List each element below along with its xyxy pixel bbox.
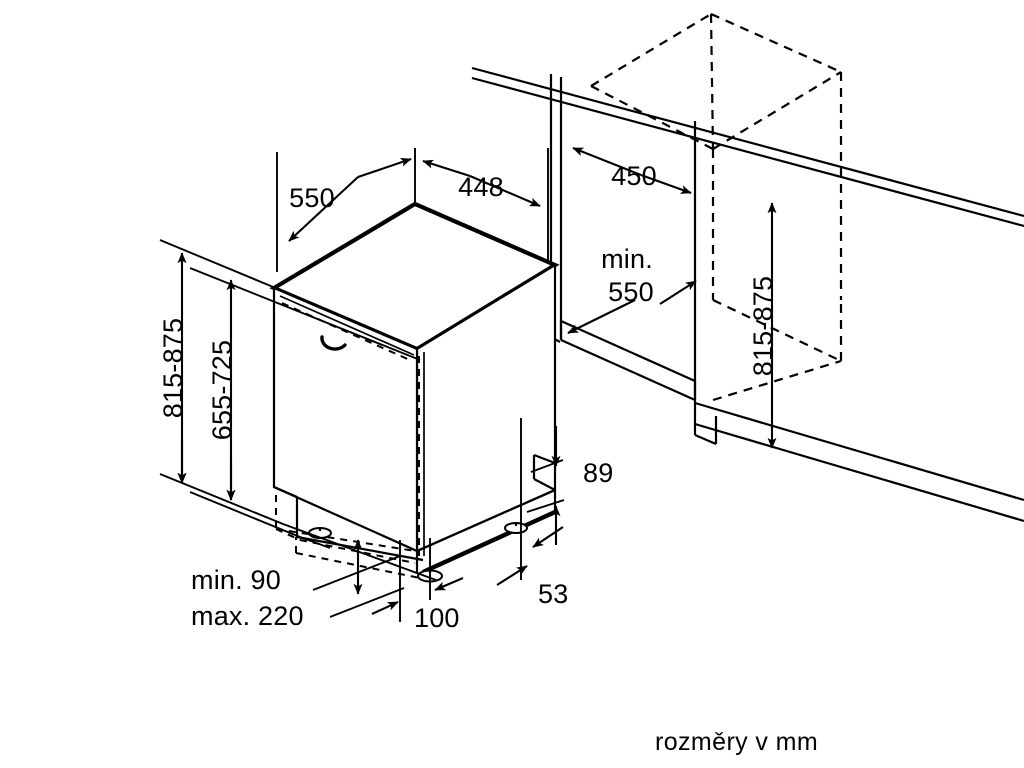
dimension-label-min-550-value: 550: [608, 277, 654, 307]
dimension-width-448: 448: [422, 148, 549, 262]
dimension-plinth-89: 89: [526, 426, 613, 545]
dimension-niche-width-450: 450: [572, 147, 692, 194]
worktop-top-edge: [471, 66, 1024, 218]
cabinet-niche-group: [471, 12, 1024, 523]
arrow-100-left: [371, 601, 399, 615]
door-top-dashed-line: [281, 302, 413, 362]
dimension-height-655-725: 655-725: [207, 279, 237, 501]
dimension-label-max-220: max. 220: [191, 601, 304, 631]
cabinet-base-diag-upper: [560, 319, 696, 383]
plinth-notch-diag-lower: [533, 478, 556, 491]
niche-outline-center-vert: [709, 13, 715, 150]
niche-outline-mid-right: [712, 71, 842, 150]
ref-line-floor-extend-2: [299, 536, 331, 549]
dimension-label-89: 89: [583, 458, 613, 488]
appliance-base-front-edge: [422, 509, 556, 575]
dimension-height-815-875-right: 815-875: [748, 202, 778, 449]
niche-outline-top-left: [590, 13, 712, 87]
ext-line-89-bottom: [526, 499, 565, 513]
ref-line-worktop-left: [159, 239, 279, 290]
dimension-foot-100: 100: [371, 538, 464, 633]
dimension-height-815-875-left: 815-875: [158, 252, 188, 484]
dimension-label-100: 100: [414, 603, 460, 633]
niche-outline-lower-diag2: [712, 359, 842, 402]
dimension-label-550: 550: [289, 183, 335, 213]
dimension-plinth-53: 53: [496, 418, 568, 609]
arrow-53-lower: [496, 565, 528, 586]
cabinet-panel-cap: [694, 433, 717, 446]
niche-outline-mid-left: [590, 85, 714, 150]
appliance-base-right-diag: [416, 488, 556, 553]
guide-line-max220: [329, 587, 405, 618]
arrow-550-left: [288, 176, 359, 242]
cabinet-base-diag: [560, 338, 696, 402]
arrow-550-right: [357, 158, 412, 178]
door-top-inner-line: [279, 295, 415, 356]
arrow-min550-upper: [659, 280, 697, 305]
arrow-448-right: [469, 175, 541, 207]
dimension-label-min: min.: [601, 244, 653, 274]
dimension-label-655-725: 655-725: [207, 340, 237, 441]
left-floor-arrows-group: [177, 440, 236, 501]
dimension-label-815-875-right: 815-875: [748, 276, 778, 377]
guide-line-min90: [312, 555, 401, 591]
arrow-53-upper: [532, 526, 564, 548]
dimension-label-min-90: min. 90: [191, 565, 281, 595]
dimension-plinth-recess: min. 90 max. 220: [191, 539, 363, 631]
appliance-hidden-plinth-1: [275, 528, 301, 541]
dimension-label-815-875-left: 815-875: [158, 318, 188, 419]
ref-line-floor-left-2: [189, 491, 301, 538]
ref-line-floor-extend: [282, 523, 437, 581]
niche-outline-top-right: [710, 12, 842, 74]
dimension-label-53: 53: [538, 579, 568, 609]
arrow-min550-lower: [567, 299, 636, 334]
arrow-450-right: [640, 174, 692, 194]
plinth-left-step: [273, 485, 298, 499]
arrow-448-left: [422, 159, 471, 178]
appliance-hidden-base-diag: [275, 528, 416, 552]
floor-line-bottom: [694, 422, 1024, 523]
dimension-label-448: 448: [458, 172, 504, 202]
niche-outline-lower-left-diag: [712, 299, 842, 362]
dimension-depth-550: 550: [276, 148, 416, 272]
arrow-450-left: [572, 147, 642, 176]
dimension-niche-depth-min-550: min. 550: [567, 244, 697, 334]
door-handle-arc-icon: [320, 335, 347, 351]
arrow-100-right: [434, 577, 464, 591]
dimension-label-450: 450: [611, 161, 657, 191]
units-caption: rozměry v mm: [655, 728, 818, 756]
floor-line-top: [694, 401, 1024, 502]
worktop-top-edge-2: [471, 76, 1024, 228]
